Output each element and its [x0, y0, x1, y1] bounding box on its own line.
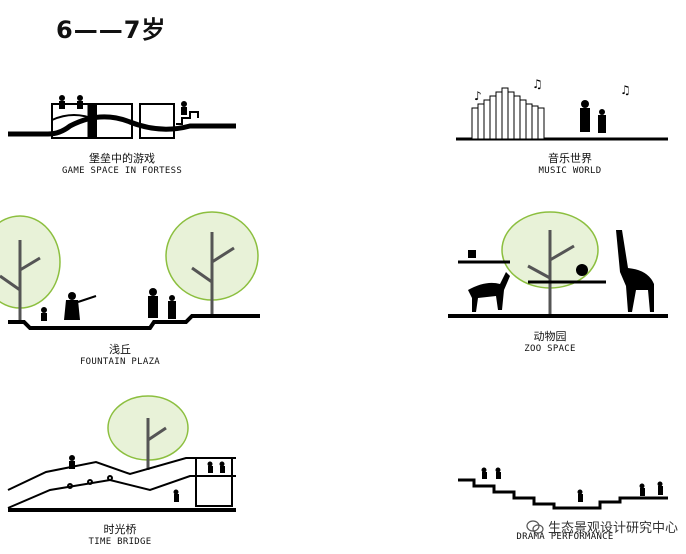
bridge-figures: [69, 455, 225, 502]
fountain-figures: [41, 288, 176, 321]
watermark: 生态景观设计研究中心: [526, 517, 678, 536]
music-figures: [580, 100, 606, 133]
tree-bridge: [107, 395, 189, 470]
caption-zh: 浅丘: [109, 343, 131, 356]
caption-zh: 堡垒中的游戏: [89, 152, 155, 165]
caption-en: MUSIC WORLD: [538, 166, 602, 176]
caption-en: ZOO SPACE: [524, 344, 576, 354]
music-note-icons: ♪ ♫ ♫: [474, 77, 631, 103]
svg-text:♫: ♫: [532, 77, 543, 91]
caption-fortress: 堡垒中的游戏 GAME SPACE IN FORTESS: [42, 152, 202, 178]
caption-zh: 音乐世界: [548, 152, 592, 165]
caption-en: DRAMA PERFORMANCE: [516, 532, 614, 542]
caption-time-bridge: 时光桥 TIME BRIDGE: [60, 523, 180, 549]
svg-text:♪: ♪: [474, 89, 482, 103]
tree-zoo: [501, 211, 599, 314]
zoo-animals: [468, 230, 654, 312]
tree-right: [165, 211, 259, 318]
wechat-icon: [526, 519, 544, 534]
watermark-text: 生态景观设计研究中心: [547, 521, 678, 536]
caption-en: TIME BRIDGE: [88, 537, 152, 547]
caption-drama: DRAMA PERFORMANCE: [480, 531, 650, 544]
caption-zh: 时光桥: [103, 523, 137, 536]
fortress-figures: [59, 95, 187, 115]
page-title: 6——7岁: [56, 16, 167, 44]
caption-en: FOUNTAIN PLAZA: [79, 357, 161, 367]
organ-pipes: [471, 87, 545, 140]
caption-zh: 动物园: [533, 330, 567, 343]
tree-left: [0, 215, 61, 322]
drama-figures: [481, 467, 663, 502]
caption-fountain: 浅丘 FOUNTAIN PLAZA: [50, 343, 190, 369]
svg-text:♫: ♫: [620, 83, 631, 97]
caption-music: 音乐世界 MUSIC WORLD: [500, 152, 640, 178]
caption-zoo: 动物园 ZOO SPACE: [500, 330, 600, 356]
caption-en: GAME SPACE IN FORTESS: [61, 166, 183, 176]
